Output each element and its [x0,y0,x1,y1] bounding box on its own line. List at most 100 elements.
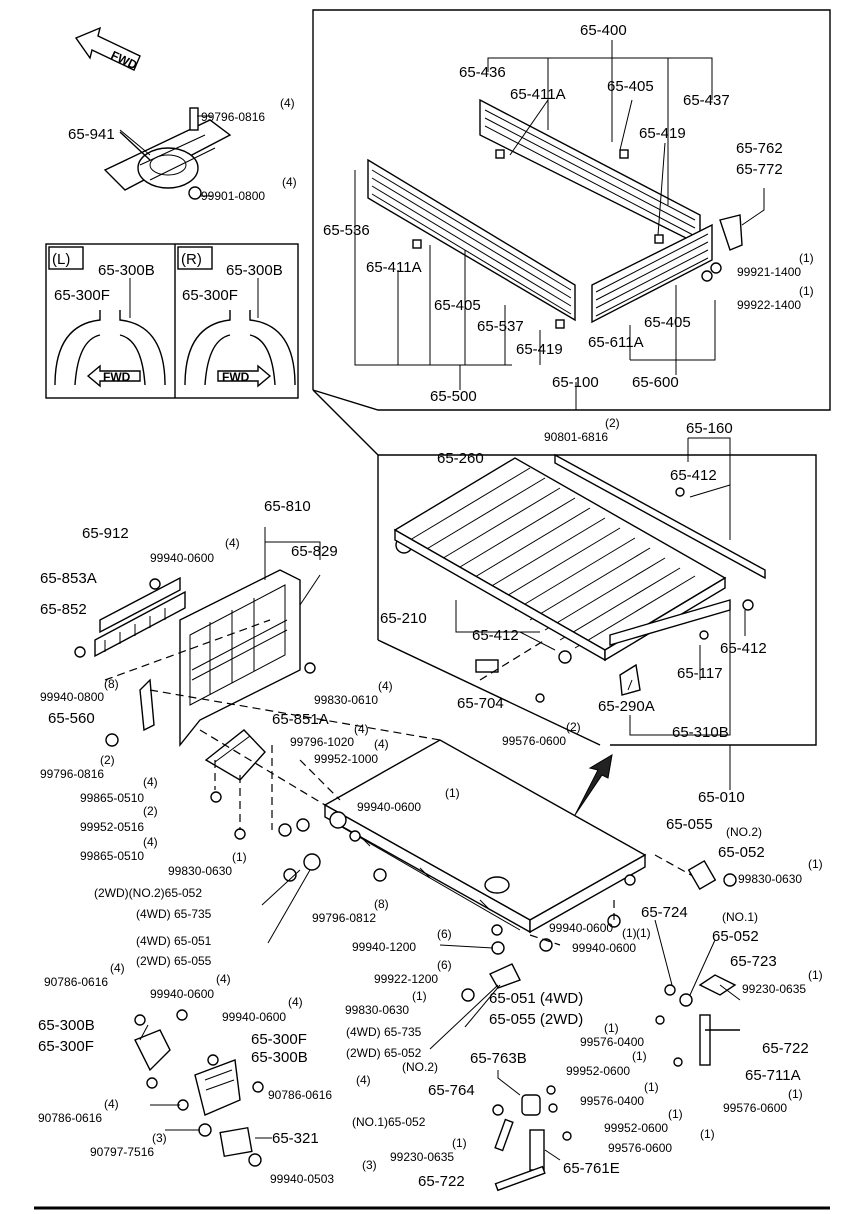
part-label: (4) [356,1073,371,1087]
part-label: 99921-1400 [737,265,801,279]
part-label: 65-560 [48,710,95,727]
part-label: 99830-0610 [314,693,378,707]
part-label: 65-852 [40,601,87,618]
part-label: 65-711A [745,1067,801,1084]
part-label: (4WD) 65-735 [346,1025,422,1039]
part-label: 90797-7516 [90,1145,154,1159]
part-label: 65-941 [68,126,115,143]
part-label: 65-764 [428,1082,475,1099]
part-label: 90786-0616 [44,975,108,989]
part-label: (6) [437,927,452,941]
part-label: 65-290A [598,698,655,715]
part-label: (1) [799,251,814,265]
part-label: (8) [104,677,119,691]
part-label: 99940-0600 [572,941,636,955]
side-gate-right-drawing [591,214,743,324]
part-label: (4) [282,175,297,189]
deck-bracket-lines [455,382,746,790]
part-label: 99922-1400 [737,298,801,312]
part-label: (4) [143,775,158,789]
part-label: 65-437 [683,92,730,109]
part-label: (NO.2) [726,825,762,839]
part-label: 65-405 [434,297,481,314]
deck-floor-drawing [393,453,766,703]
left-mudguard-parts-drawing [134,1009,264,1167]
part-label: 99830-0630 [345,1003,409,1017]
spare-tire-carrier-drawing [103,107,232,200]
part-label: 65-763B [470,1050,527,1067]
part-label: 65-051 (4WD) [489,990,583,1007]
part-label: 99940-1200 [352,940,416,954]
part-label: 65-117 [677,665,723,682]
part-label: 65-723 [730,953,777,970]
part-label: 65-537 [477,318,524,335]
part-label: 99940-0600 [150,987,214,1001]
part-label: (4) [225,536,240,550]
side-legend-box [45,243,299,399]
part-label: 99230-0635 [390,1150,454,1164]
part-label: (3) [152,1131,167,1145]
part-label: 65-419 [639,125,686,142]
part-label: 65-600 [632,374,679,391]
part-label: (2) [143,804,158,818]
part-label: 99940-0800 [40,690,104,704]
part-label: (2WD)(NO.2)65-052 [94,886,202,900]
gate-box-outline [312,9,831,456]
part-label: 65-761E [563,1160,620,1177]
part-label: (1) [445,786,460,800]
part-label: (1) [636,926,651,940]
part-label: 90801-6816 [544,430,608,444]
part-label: 99940-0600 [150,551,214,565]
part-label: 99952-1000 [314,752,378,766]
part-label: 99796-0816 [40,767,104,781]
part-label: 99922-1200 [374,972,438,986]
part-label: (NO.2) [402,1060,438,1074]
legend-left-tag: (L) [52,251,70,268]
part-label: 99830-0630 [168,864,232,878]
part-label: 65-704 [457,695,504,712]
part-label: (1) [412,989,427,1003]
part-label: 65-772 [736,161,783,178]
legend-labels: (L) (R) 65-300B 65-300F 65-300B 65-300F … [52,251,283,384]
part-label: (1) [799,284,814,298]
part-label: (1) [452,1136,467,1150]
legend-right-fwd: FWD [222,370,250,384]
part-label: (1) [808,857,823,871]
part-label: 99576-0400 [580,1094,644,1108]
part-label: 65-400 [580,22,627,39]
part-label: 65-419 [516,341,563,358]
part-label: (1) [632,1049,647,1063]
part-label: 99576-0600 [723,1101,787,1115]
part-label: 65-912 [82,525,129,542]
part-label: 65-210 [380,610,427,627]
legend-right-part-b: 65-300B [226,262,283,279]
part-label: 99796-1020 [290,735,354,749]
part-label: (1) [622,926,637,940]
bottom-shackle-parts-drawing [492,1070,572,1192]
part-label: (4WD) 65-051 [136,934,212,948]
part-label: (1) [700,1127,715,1141]
part-label: (4) [378,679,393,693]
deck-box-outline [377,454,817,746]
part-label: (2) [605,416,620,430]
part-label: 99952-0600 [604,1121,668,1135]
part-label: 65-260 [437,450,484,467]
part-label: (2) [566,720,581,734]
part-label: 99796-0812 [312,911,376,925]
part-label: (4) [374,737,389,751]
part-label: (4) [354,722,369,736]
part-label: (3) [362,1158,377,1172]
part-label: (NO.1)65-052 [352,1115,426,1129]
part-label: 99940-0600 [357,800,421,814]
part-label: 65-055 [666,816,713,833]
part-label: 65-310B [672,724,729,741]
legend-left-part-b: 65-300B [98,262,155,279]
part-label: 99865-0510 [80,791,144,805]
part-label: (2WD) 65-052 [346,1046,422,1060]
part-label: 65-300B [38,1017,95,1034]
part-label: (4) [288,995,303,1009]
part-label: (1) [644,1080,659,1094]
rear-gate-drawing [479,98,701,247]
part-label: 65-412 [472,627,519,644]
